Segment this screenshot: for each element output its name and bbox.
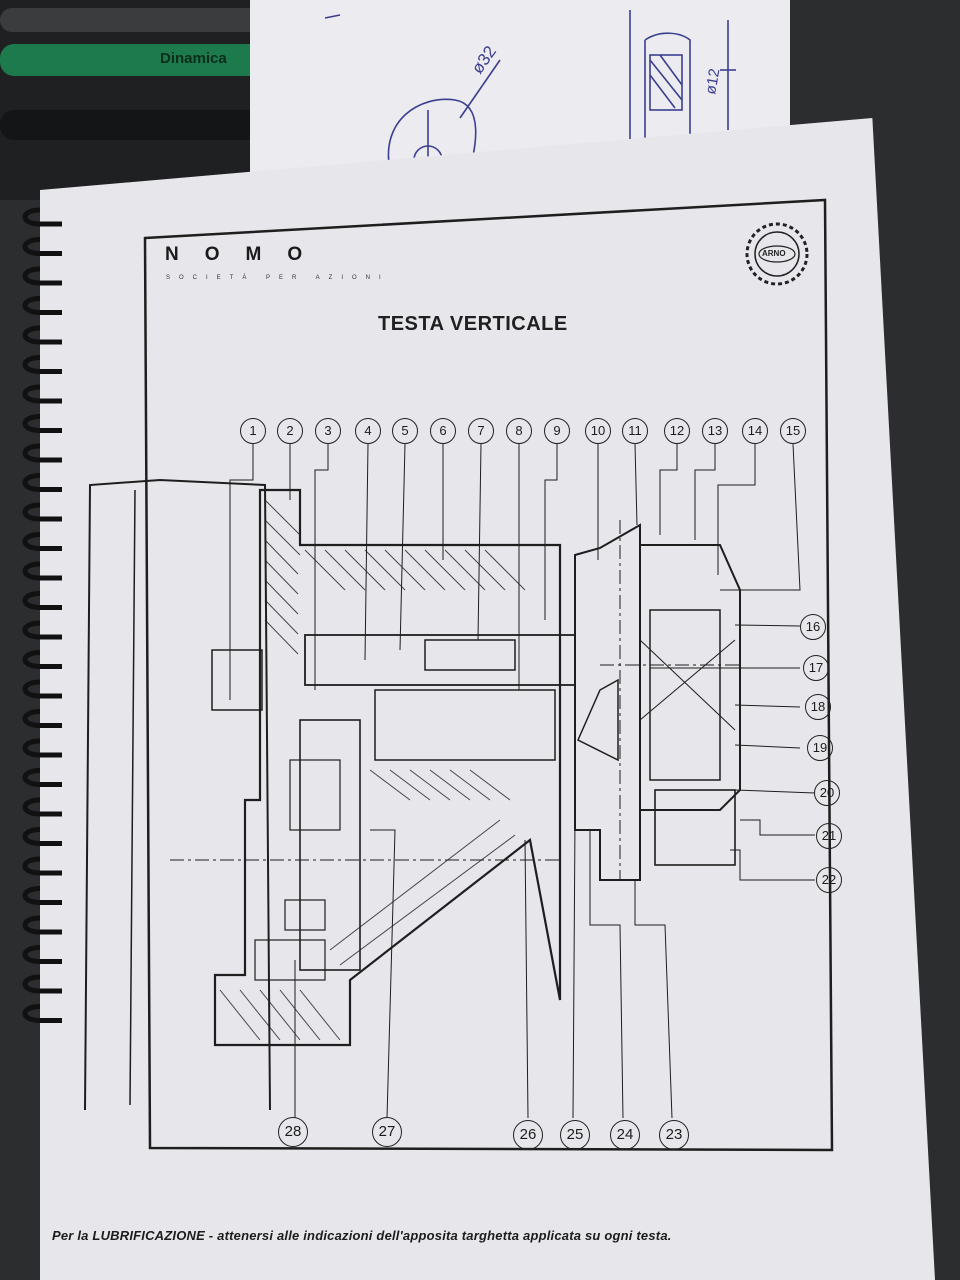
spiral-ring	[22, 797, 62, 817]
spiral-ring	[22, 620, 62, 640]
lubrication-note: Per la LUBRIFICAZIONE - attenersi alle i…	[52, 1228, 672, 1243]
spiral-ring	[22, 502, 62, 522]
spiral-ring	[22, 355, 62, 374]
spiral-ring	[22, 709, 62, 728]
callout-5: 5	[392, 418, 418, 444]
callout-16: 16	[800, 614, 826, 640]
spiral-ring	[22, 207, 62, 227]
green-pen: Dinamica	[0, 44, 290, 76]
spiral-ring	[22, 561, 62, 581]
callout-27: 27	[372, 1117, 402, 1147]
spiral-ring	[22, 296, 62, 315]
spiral-ring	[22, 915, 62, 935]
callout-22: 22	[816, 867, 842, 893]
callout-3: 3	[315, 418, 341, 444]
spiral-ring	[22, 768, 62, 787]
brand-subtitle: SOCIETÀ PER AZIONI	[166, 275, 390, 281]
spiral-ring	[22, 679, 62, 699]
spiral-ring	[22, 266, 62, 286]
dimension-right: ø12	[702, 67, 723, 95]
spiral-ring	[22, 886, 62, 905]
callout-21: 21	[816, 823, 842, 849]
callout-1: 1	[240, 418, 266, 444]
spiral-ring	[22, 237, 62, 256]
spiral-ring	[22, 325, 62, 345]
callout-7: 7	[468, 418, 494, 444]
drawing-title: TESTA VERTICALE	[378, 313, 568, 335]
callout-26: 26	[513, 1120, 543, 1150]
spiral-ring	[22, 945, 62, 964]
callout-15: 15	[780, 418, 806, 444]
brand-name: NOMO	[165, 244, 329, 265]
spiral-ring	[22, 443, 62, 463]
spiral-ring	[22, 384, 62, 404]
logo-gear	[745, 222, 809, 286]
spiral-ring	[22, 856, 62, 876]
callout-12: 12	[664, 418, 690, 444]
callout-2: 2	[277, 418, 303, 444]
callout-8: 8	[506, 418, 532, 444]
spiral-ring	[22, 827, 62, 846]
spiral-ring	[22, 532, 62, 551]
callout-17: 17	[803, 655, 829, 681]
callout-25: 25	[560, 1120, 590, 1150]
spiral-binding	[22, 207, 62, 1023]
callout-10: 10	[585, 418, 611, 444]
callout-24: 24	[610, 1120, 640, 1150]
callout-18: 18	[805, 694, 831, 720]
callout-14: 14	[742, 418, 768, 444]
spiral-ring	[22, 974, 62, 994]
handwritten-sketch: ø32 ø12	[324, 10, 736, 175]
callout-6: 6	[430, 418, 456, 444]
black-pen	[0, 110, 270, 140]
callout-11: 11	[622, 418, 648, 444]
callout-4: 4	[355, 418, 381, 444]
callout-19: 19	[807, 735, 833, 761]
spiral-ring	[22, 1004, 62, 1023]
logo-text: ARNO	[762, 249, 786, 258]
spiral-ring	[22, 591, 62, 610]
spiral-ring	[22, 473, 62, 492]
spiral-ring	[22, 650, 62, 669]
callout-9: 9	[544, 418, 570, 444]
callout-28: 28	[278, 1117, 308, 1147]
pen-label: Dinamica	[160, 50, 227, 67]
callout-13: 13	[702, 418, 728, 444]
callout-23: 23	[659, 1120, 689, 1150]
manual-page	[40, 118, 935, 1280]
callout-20: 20	[814, 780, 840, 806]
spiral-ring	[22, 414, 62, 433]
spiral-ring	[22, 738, 62, 758]
